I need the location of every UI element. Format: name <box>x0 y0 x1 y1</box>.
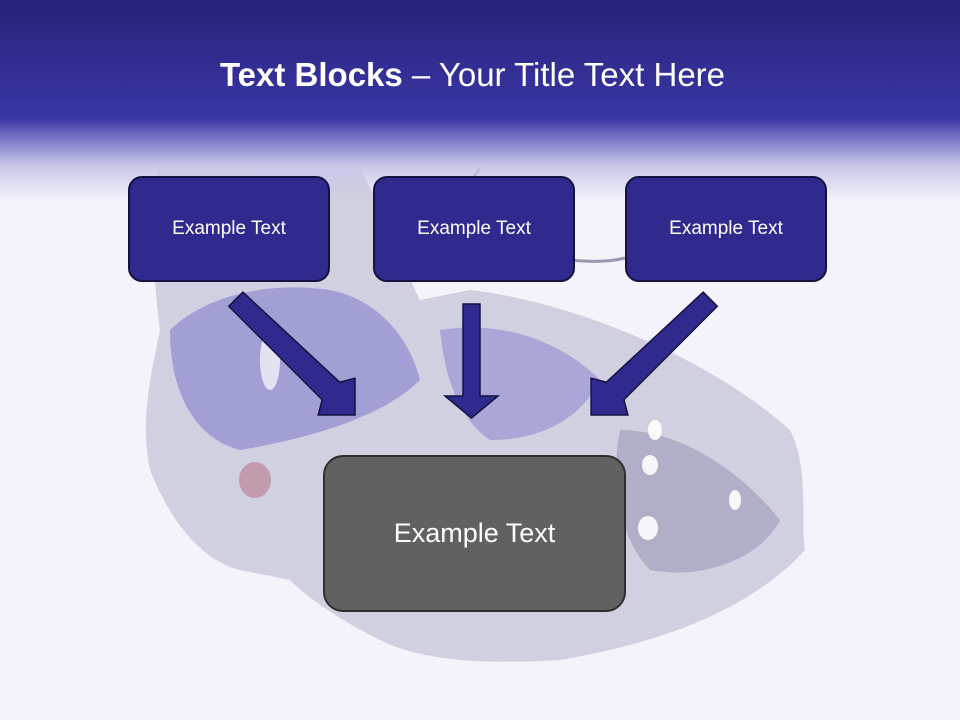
text-block-right-label: Example Text <box>669 218 783 239</box>
text-block-center[interactable]: Example Text <box>373 176 575 282</box>
slide-title: Text Blocks – Your Title Text Here <box>0 52 945 98</box>
text-block-center-label: Example Text <box>417 218 531 239</box>
slide-title-dash: – <box>402 56 439 93</box>
text-block-left-label: Example Text <box>172 218 286 239</box>
target-text-block[interactable]: Example Text <box>323 455 626 612</box>
slide-title-bold: Text Blocks <box>219 56 403 93</box>
arrow-center-to-target <box>442 303 501 419</box>
text-block-right[interactable]: Example Text <box>625 176 827 282</box>
arrow-left-to-target <box>227 291 356 416</box>
target-text-block-label: Example Text <box>393 518 556 548</box>
header-band <box>0 0 960 200</box>
slide-title-rest: Your Title Text Here <box>438 56 726 93</box>
arrow-right-to-target <box>590 291 719 416</box>
text-block-left[interactable]: Example Text <box>128 176 330 282</box>
